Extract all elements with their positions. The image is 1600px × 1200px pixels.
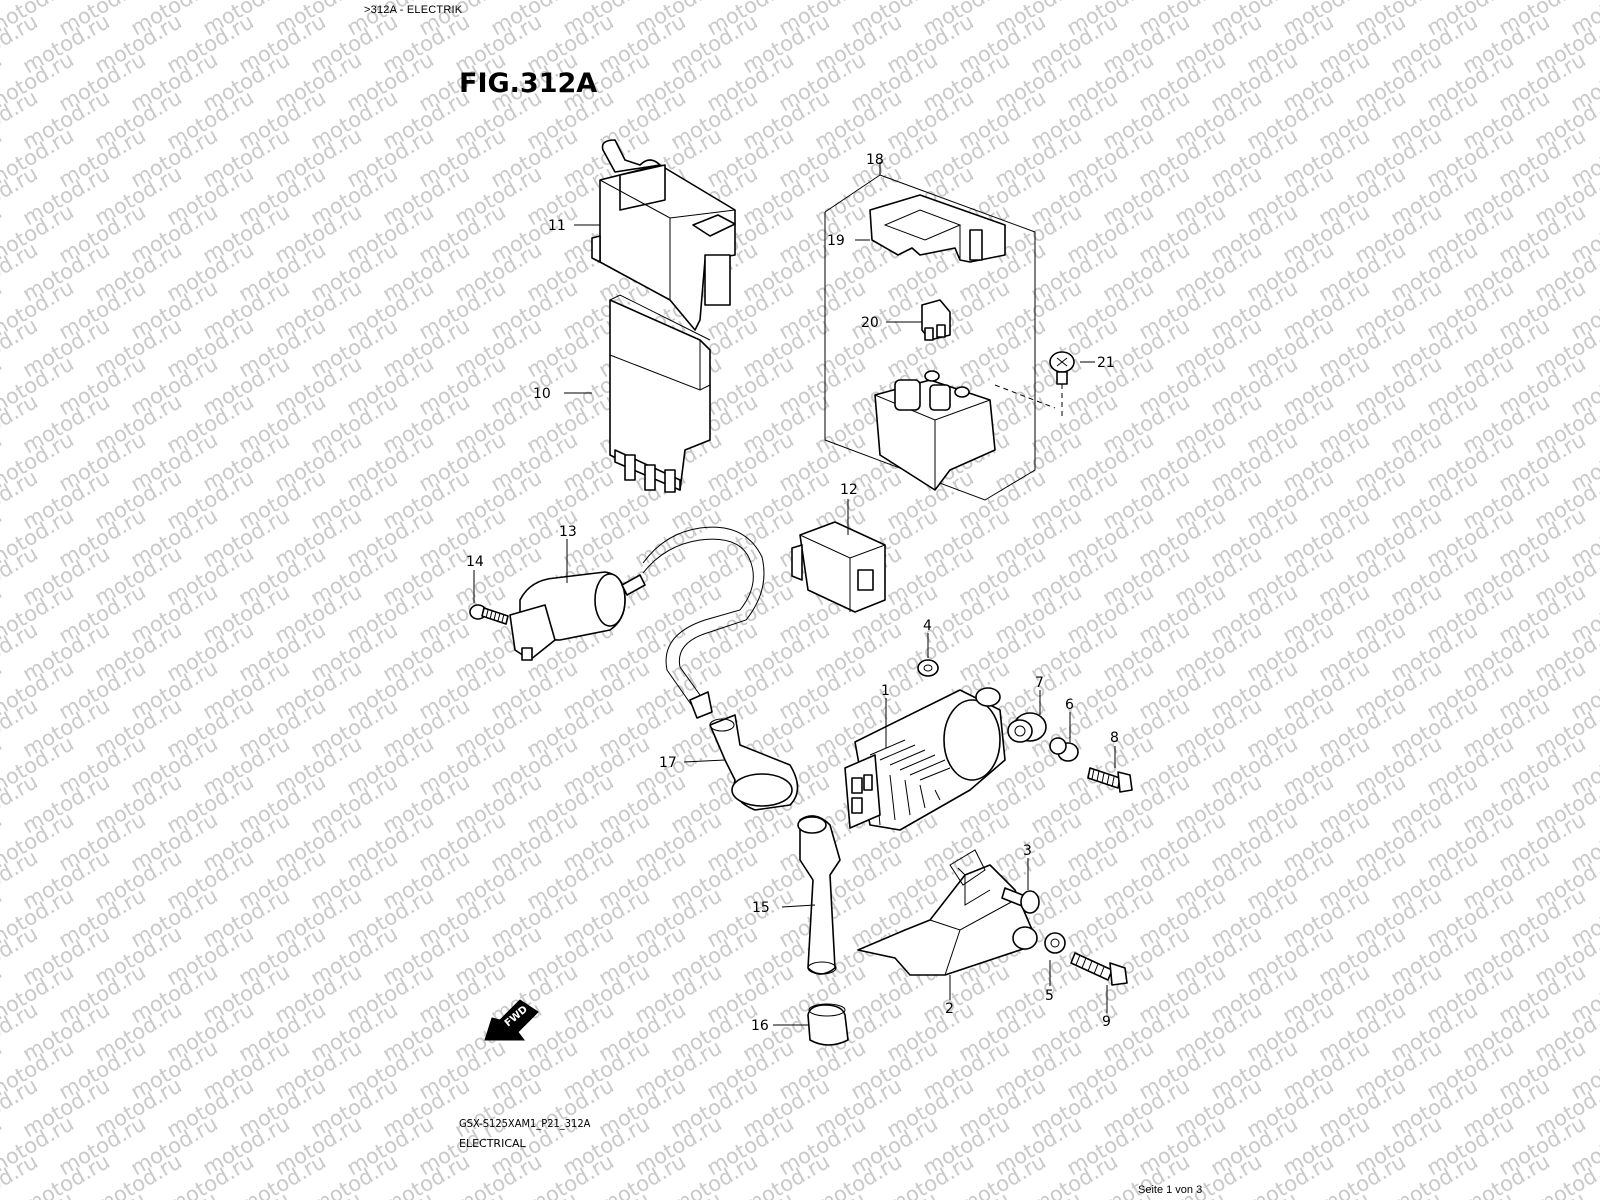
- callout-8: 8: [1110, 730, 1119, 746]
- part-2-bracket[interactable]: [857, 849, 1038, 976]
- high-tension-cord[interactable]: [642, 526, 765, 719]
- page-indicator: Seite 1 von 3: [1138, 1184, 1203, 1196]
- breadcrumb: >312A - ELECTRIK: [364, 4, 463, 16]
- part-13-ignition-coil[interactable]: [509, 571, 646, 661]
- callout-3: 3: [1023, 843, 1032, 859]
- part-9-bolt[interactable]: [1070, 952, 1128, 986]
- leader-lines: [473, 224, 1116, 1026]
- part-8-bolt[interactable]: [1087, 767, 1133, 793]
- callout-2: 2: [945, 1001, 954, 1017]
- part-16-cap[interactable]: [807, 1003, 849, 1046]
- callout-12: 12: [840, 482, 858, 498]
- callout-13: 13: [559, 524, 577, 540]
- callout-numbers: 11 10 18 19 20 21 12 13 14 4 1 7 6 8 17 …: [466, 152, 1119, 1034]
- section-name: ELECTRICAL: [459, 1137, 526, 1150]
- callout-5: 5: [1045, 988, 1054, 1004]
- part-17-plug-cap[interactable]: [709, 714, 799, 811]
- callout-17: 17: [659, 755, 677, 771]
- part-12-relay[interactable]: [791, 521, 886, 613]
- part-11-igniter-cover[interactable]: [591, 139, 736, 331]
- part-14-bolt[interactable]: [469, 604, 509, 625]
- callout-4: 4: [923, 618, 932, 634]
- callout-11: 11: [548, 218, 566, 234]
- callout-14: 14: [466, 554, 484, 570]
- callout-20: 20: [861, 315, 879, 331]
- part-1-regulator-rectifier[interactable]: [844, 687, 1006, 831]
- starter-relay[interactable]: [874, 370, 1056, 491]
- model-code: GSX-S125XAM1_P21_312A: [459, 1117, 591, 1130]
- callout-10: 10: [533, 386, 551, 402]
- callout-15: 15: [752, 900, 770, 916]
- callout-19: 19: [827, 233, 845, 249]
- callout-7: 7: [1035, 675, 1044, 691]
- callout-6: 6: [1065, 697, 1074, 713]
- callout-9: 9: [1102, 1014, 1111, 1030]
- fwd-arrow-icon: FWD: [484, 999, 539, 1041]
- part-21-bolt[interactable]: [1049, 351, 1075, 420]
- part-4-washer[interactable]: [917, 659, 939, 677]
- callout-21: 21: [1097, 355, 1115, 371]
- callout-1: 1: [881, 683, 890, 699]
- part-15-tube[interactable]: [797, 815, 841, 975]
- callout-18: 18: [866, 152, 884, 168]
- part-6-collar[interactable]: [1049, 737, 1079, 762]
- figure-title: FIG.312A: [459, 68, 598, 99]
- part-18-assembly-box: [824, 162, 1036, 501]
- part-7-grommet[interactable]: [1007, 712, 1047, 743]
- part-19-relay-cover[interactable]: [869, 194, 1006, 263]
- part-5-washer[interactable]: [1044, 932, 1066, 954]
- callout-16: 16: [751, 1018, 769, 1034]
- part-10-ecu[interactable]: [609, 294, 711, 493]
- part-3-bolt[interactable]: [1001, 887, 1040, 914]
- part-20-fuse[interactable]: [921, 299, 951, 341]
